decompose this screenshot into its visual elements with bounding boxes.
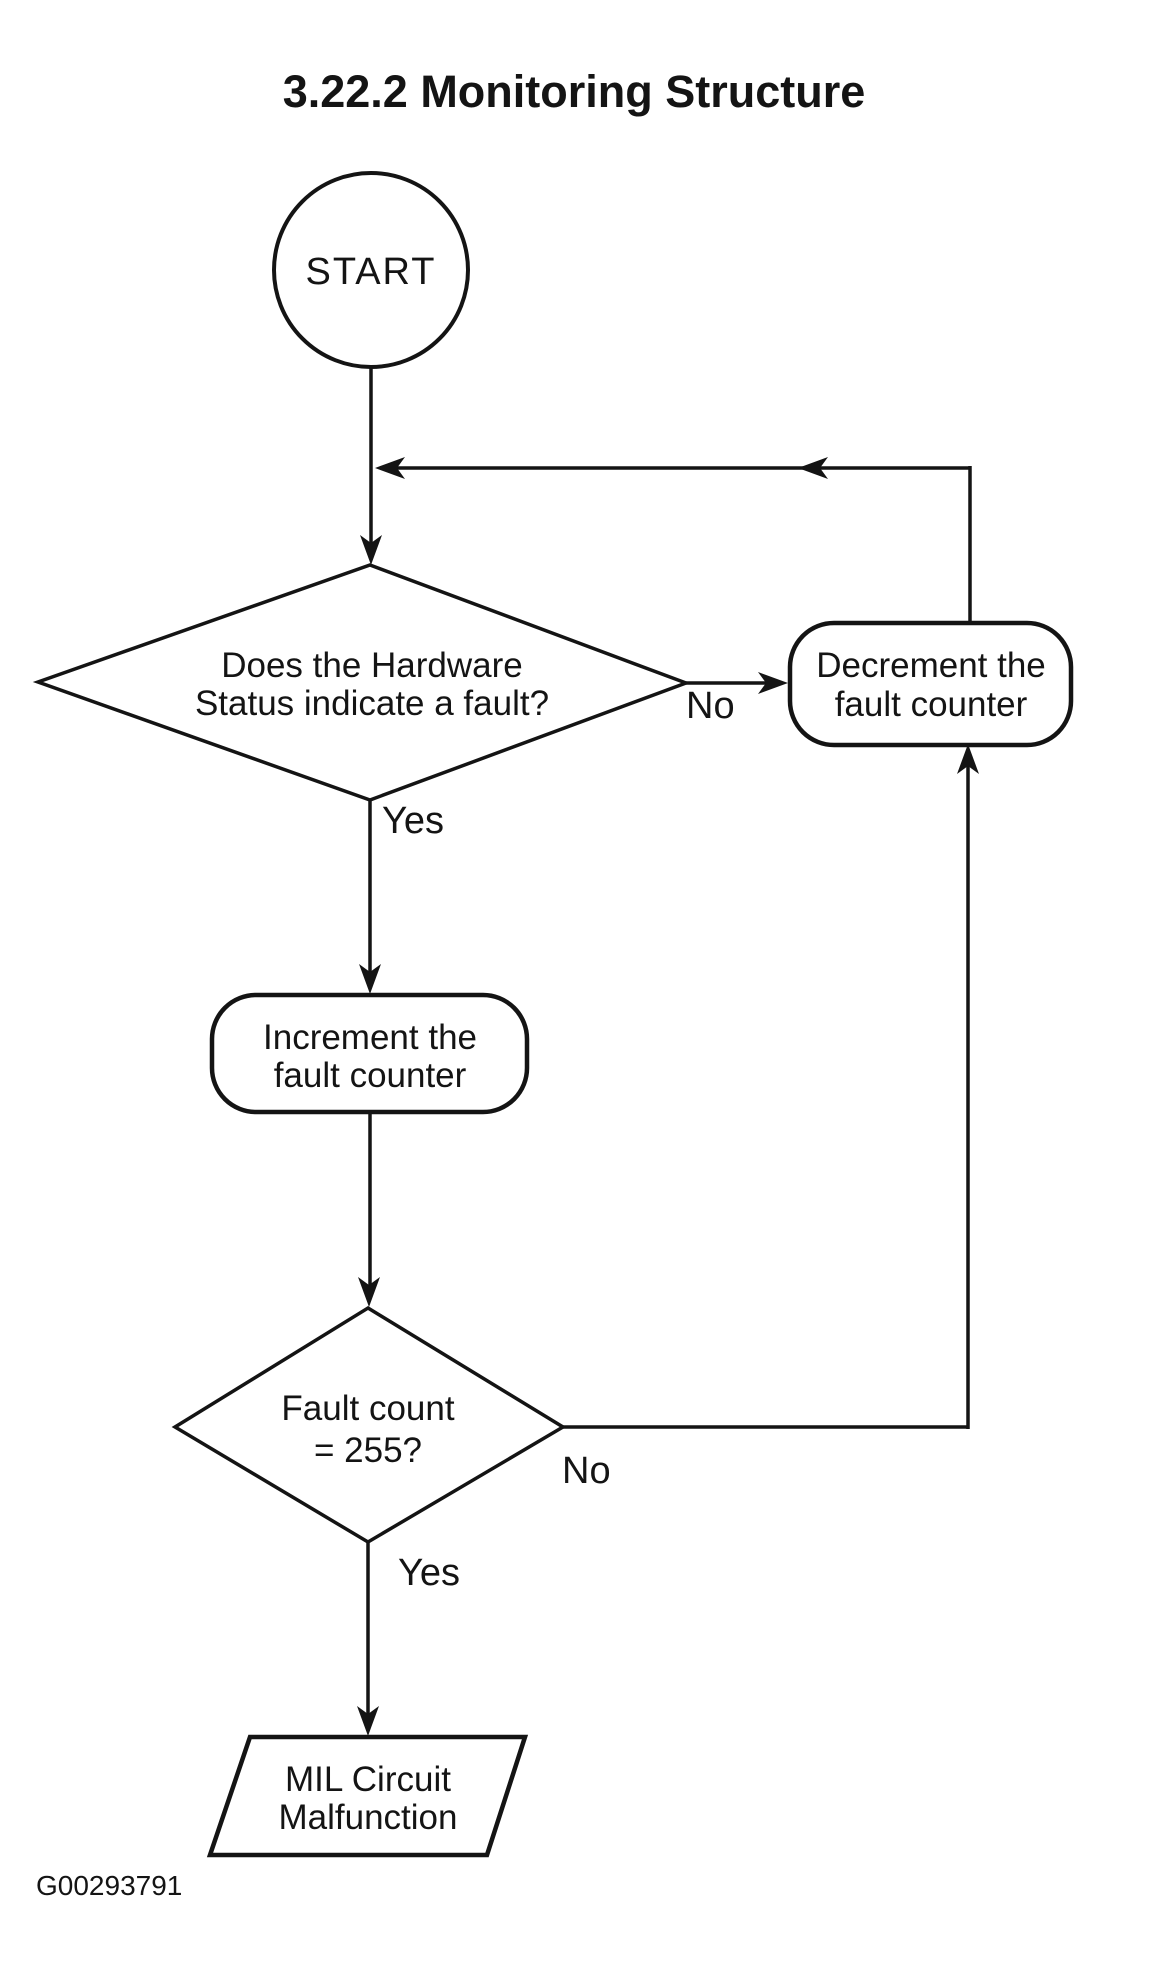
decrement-label-line1: Decrement the	[816, 646, 1046, 685]
hw-decision-label-line1: Does the Hardware	[221, 646, 523, 685]
start-node-label: START	[305, 251, 436, 293]
count-decision-label-line1: Fault count	[281, 1389, 454, 1428]
mil-output-node	[206, 1734, 529, 1858]
decrement-label-line2: fault counter	[835, 685, 1028, 724]
count-decision-label-line2: = 255?	[314, 1431, 422, 1470]
arrowhead-down-into-count-decision-icon	[358, 1277, 380, 1307]
arrowhead-left-into-main-line-icon	[375, 457, 405, 479]
arrowhead-left-mid-feedback-icon	[798, 457, 828, 479]
edge-label-hw-no: No	[686, 685, 735, 727]
arrowhead-up-into-decrement-icon	[957, 744, 979, 774]
edge-label-count-yes: Yes	[398, 1552, 460, 1594]
arrowhead-right-into-decrement-icon	[758, 672, 788, 694]
page-title: 3.22.2 Monitoring Structure	[283, 66, 866, 117]
start-node	[272, 171, 470, 369]
arrowhead-down-into-hw-decision-icon	[360, 535, 382, 565]
increment-label-line1: Increment the	[263, 1018, 477, 1057]
edge-label-count-no: No	[562, 1450, 611, 1492]
hw-decision-label-line2: Status indicate a fault?	[195, 684, 549, 723]
figure-code: G00293791	[36, 1870, 182, 1901]
increment-node	[209, 992, 530, 1115]
hw-decision-node	[32, 563, 692, 802]
arrowhead-down-into-mil-icon	[357, 1706, 379, 1736]
increment-label-line2: fault counter	[274, 1056, 467, 1095]
arrowhead-down-into-increment-icon	[359, 964, 381, 994]
edge-label-hw-yes: Yes	[382, 800, 444, 842]
decrement-node	[787, 620, 1074, 748]
mil-output-label-line2: Malfunction	[279, 1798, 458, 1837]
count-decision-node	[171, 1305, 567, 1545]
mil-output-label-line1: MIL Circuit	[285, 1760, 451, 1799]
